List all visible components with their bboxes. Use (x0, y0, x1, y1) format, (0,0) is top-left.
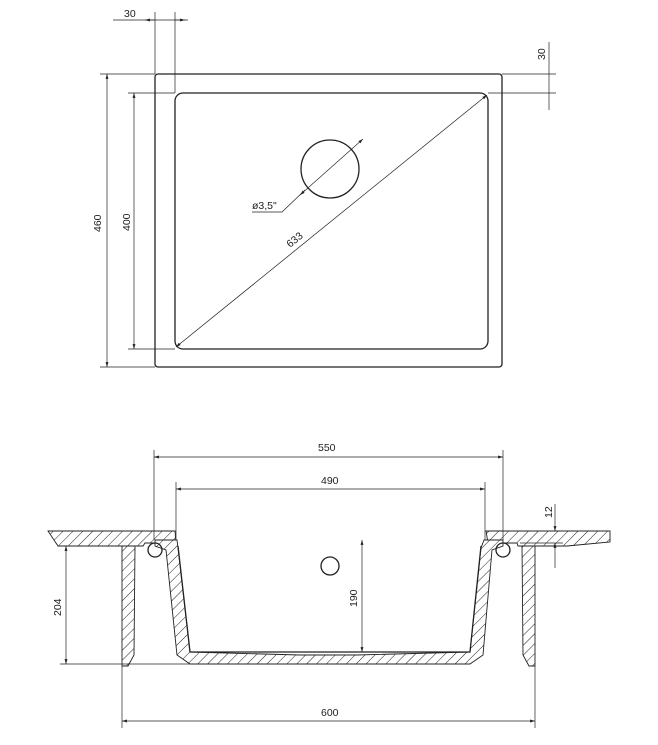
dim-490-label: 490 (321, 475, 339, 487)
dim-204-label: 204 (52, 598, 64, 616)
section-view: 550 490 12 204 190 (47, 442, 611, 728)
clip-right (495, 542, 511, 558)
drain-diameter-label: ø3,5" (252, 200, 277, 212)
sink-inner-bowl (174, 92, 489, 350)
countertop (47, 530, 611, 547)
dim-600: 600 (121, 666, 536, 728)
dim-400: 400 (121, 92, 175, 350)
dim-30-horizontal: 30 (113, 8, 188, 93)
top-view: 30 30 460 400 633 (92, 8, 556, 368)
dim-12: 12 (520, 504, 563, 568)
dim-30-v-label: 30 (536, 48, 548, 60)
drain-hole (300, 139, 360, 199)
dim-400-label: 400 (121, 213, 133, 231)
sink-outer-rim (154, 73, 503, 368)
dim-460-label: 460 (92, 214, 104, 232)
dim-490: 490 (175, 475, 486, 540)
dim-600-label: 600 (321, 707, 339, 719)
sink-bowl-inner (177, 545, 482, 653)
overflow-hole (320, 556, 340, 576)
dim-30-vertical: 30 (488, 42, 556, 110)
cabinet-walls (121, 545, 536, 667)
dim-633-label: 633 (284, 230, 305, 250)
sink-body (154, 539, 504, 665)
clip-left (147, 542, 163, 558)
dim-190: 190 (348, 540, 364, 652)
dim-drain-diameter: ø3,5" (252, 138, 364, 213)
dim-12-label: 12 (543, 506, 555, 518)
dim-204: 204 (52, 545, 300, 665)
dim-550-label: 550 (318, 442, 336, 454)
dim-460: 460 (92, 73, 155, 368)
dim-30-h-label: 30 (124, 8, 136, 20)
dim-633-diagonal: 633 (175, 94, 488, 348)
dim-190-label: 190 (348, 589, 360, 607)
dim-550: 550 (153, 442, 504, 540)
